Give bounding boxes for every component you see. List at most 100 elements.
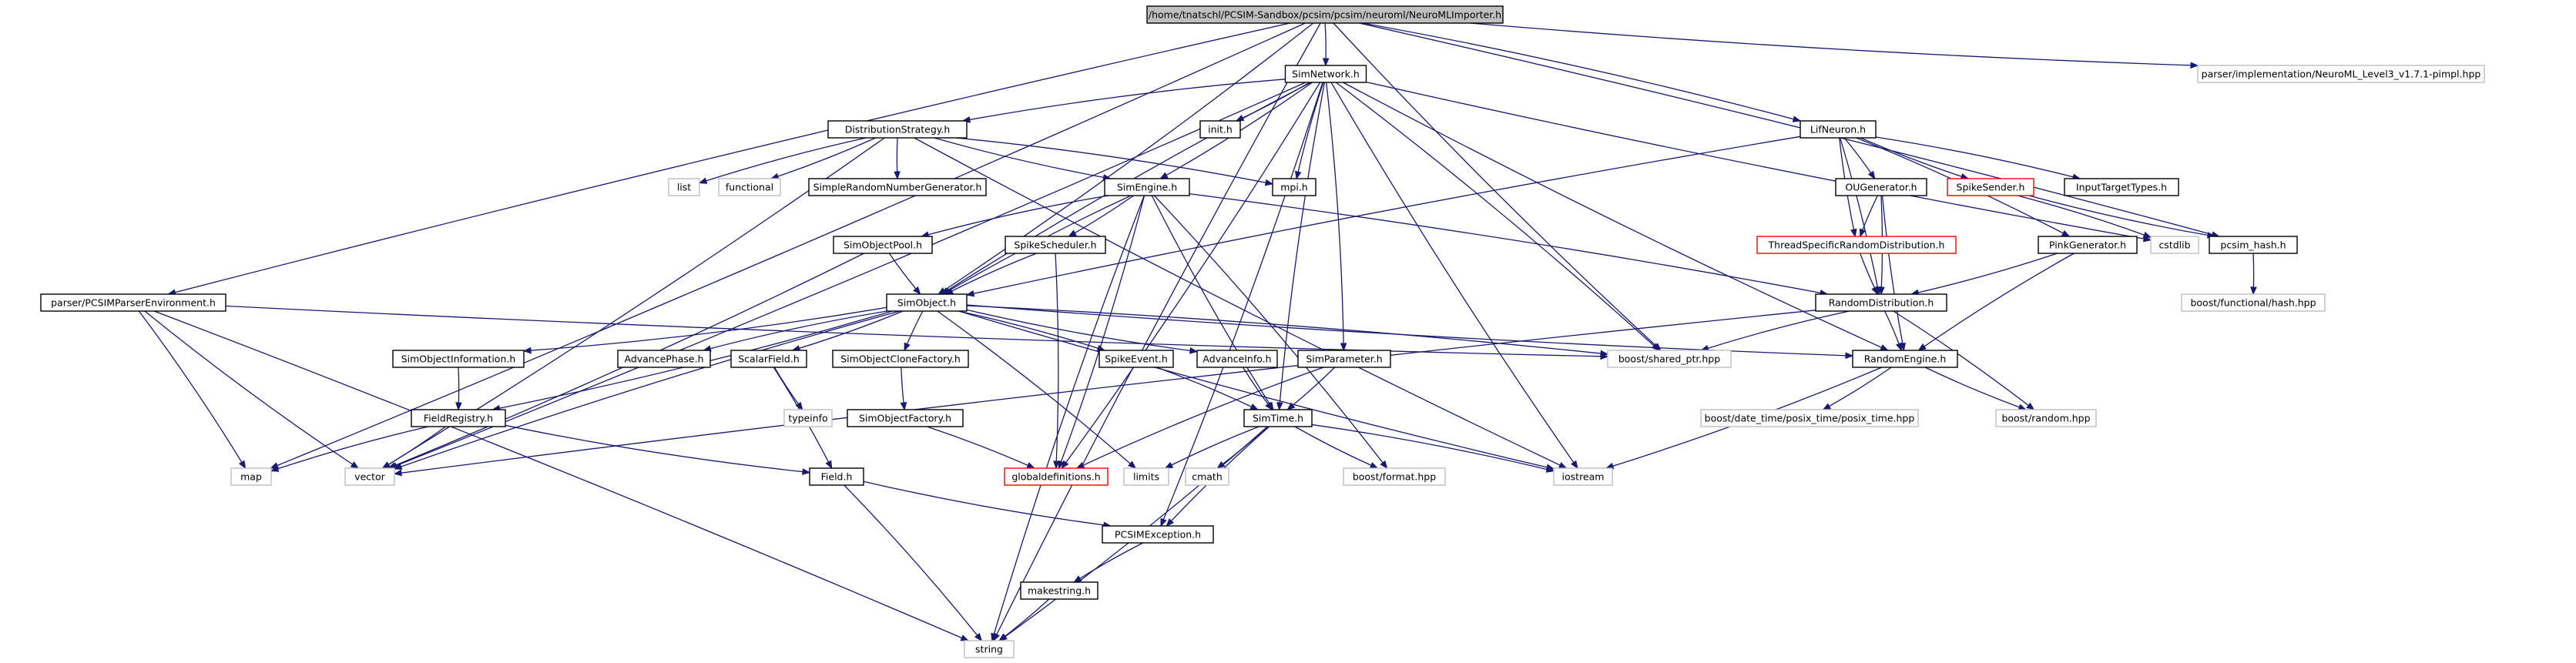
node-pcsimhash[interactable]: pcsim_hash.h <box>2209 236 2298 254</box>
arrowhead-icon <box>1128 460 1137 469</box>
node-parserenv[interactable]: parser/PCSIMParserEnvironment.h <box>40 293 226 312</box>
node-label: Field.h <box>821 471 853 483</box>
node-makestring[interactable]: makestring.h <box>1020 581 1098 600</box>
arrowhead-icon <box>1651 343 1660 351</box>
node-spikeevent[interactable]: SpikeEvent.h <box>1098 350 1174 368</box>
edge-ougenerator-to-threadspecific <box>1859 195 1878 238</box>
node-label: SpikeSender.h <box>1957 182 2025 193</box>
node-diststrategy[interactable]: DistributionStrategy.h <box>827 120 968 139</box>
node-box <box>2038 236 2138 254</box>
arrowhead-icon <box>350 461 360 469</box>
edge-diststrategy-to-iostream <box>914 137 1568 469</box>
node-ougenerator[interactable]: OUGenerator.h <box>1835 178 1927 196</box>
node-map: map <box>230 467 272 486</box>
edge-simnetwork-to-simparameter <box>1326 82 1347 352</box>
node-label: SimObject.h <box>897 297 956 309</box>
edge-line <box>382 426 446 469</box>
node-label: SimObjectFactory.h <box>859 413 951 424</box>
edge-line <box>1326 82 1344 351</box>
node-box <box>1104 178 1190 196</box>
arrowhead-icon <box>904 342 911 352</box>
arrowhead-icon <box>802 468 811 475</box>
edge-line <box>138 310 247 469</box>
node-simengine[interactable]: SimEngine.h <box>1104 178 1190 196</box>
edge-line <box>888 253 921 295</box>
arrowhead-icon <box>998 633 1008 641</box>
arrowhead-icon <box>900 402 907 411</box>
node-randomengine[interactable]: RandomEngine.h <box>1852 350 1958 368</box>
node-posixtime: boost/date_time/posix_time/posix_time.hp… <box>1700 409 1919 427</box>
edge-line <box>1294 426 1378 469</box>
node-simnetwork[interactable]: SimNetwork.h <box>1284 65 1367 83</box>
edge-line <box>1860 137 1969 179</box>
node-spikesender[interactable]: SpikeSender.h <box>1947 178 2034 196</box>
edge-line <box>1055 253 1059 469</box>
node-root[interactable]: /home/tnatschl/PCSIM-Sandbox/pcsim/pcsim… <box>1146 5 1504 24</box>
node-simplerng[interactable]: SimpleRandomNumberGenerator.h <box>808 178 987 196</box>
edge-spikescheduler-to-globaldefs <box>1053 253 1060 470</box>
node-simtime[interactable]: SimTime.h <box>1243 409 1313 427</box>
node-advanceinfo[interactable]: AdvanceInfo.h <box>1196 350 1278 368</box>
edge-ougenerator-to-randomengine <box>1881 195 1906 352</box>
arrowhead-icon <box>1600 350 1609 357</box>
arrowhead-icon <box>381 461 391 469</box>
arrowhead-icon <box>1166 518 1175 527</box>
node-iostream: iostream <box>1553 467 1613 486</box>
node-mpih[interactable]: mpi.h <box>1272 178 1317 196</box>
node-box <box>847 409 964 427</box>
node-label: DistributionStrategy.h <box>845 124 951 136</box>
node-box <box>617 350 711 368</box>
edge-randomengine-to-posixtime <box>1822 367 1892 410</box>
node-spikescheduler[interactable]: SpikeScheduler.h <box>1005 236 1106 254</box>
edge-pinkgenerator-to-randomengine <box>1917 253 2075 351</box>
node-box <box>809 467 864 486</box>
node-simobjectpool[interactable]: SimObjectPool.h <box>833 236 933 254</box>
node-threadspecific[interactable]: ThreadSpecificRandomDistribution.h <box>1756 236 1957 254</box>
node-randomdist[interactable]: RandomDistribution.h <box>1815 293 1947 312</box>
edge-lifneuron-to-spikesender <box>1860 137 1970 180</box>
node-simobjclonefactory[interactable]: SimObjectCloneFactory.h <box>832 350 969 368</box>
node-label: SimEngine.h <box>1117 182 1177 193</box>
arrowhead-icon <box>238 460 247 470</box>
edge-fieldregistry-to-vector <box>381 426 446 469</box>
edge-line <box>523 306 887 352</box>
edge-spikeevent-to-simtime <box>1156 367 1259 410</box>
edge-line <box>1311 424 1555 472</box>
node-box <box>230 467 272 486</box>
arrowhead-icon <box>1160 517 1167 527</box>
edge-pcsimexception-to-makestring <box>1073 542 1144 583</box>
node-fieldregistry[interactable]: FieldRegistry.h <box>411 409 506 427</box>
edge-simobject-to-limits <box>937 310 1137 469</box>
node-label: globaldefinitions.h <box>1011 471 1100 483</box>
edge-line <box>1151 195 1274 410</box>
edge-line <box>1156 367 1258 410</box>
node-inputtargettypes[interactable]: InputTargetTypes.h <box>2064 178 2179 196</box>
edge-root-to-neuroml_impl <box>1470 22 2199 69</box>
node-simparameter[interactable]: SimParameter.h <box>1297 350 1391 368</box>
node-label: mpi.h <box>1280 182 1307 193</box>
node-label: parser/implementation/NeuroML_Level3_v1.… <box>2202 69 2481 80</box>
node-scalarfield[interactable]: ScalarField.h <box>730 350 807 368</box>
node-label: makestring.h <box>1028 585 1091 597</box>
node-field[interactable]: Field.h <box>809 467 864 486</box>
edge-lifneuron-to-simobject <box>965 136 1801 297</box>
arrowhead-icon <box>1189 347 1199 354</box>
node-pcsimexception[interactable]: PCSIMException.h <box>1102 525 1214 544</box>
node-pinkgenerator[interactable]: PinkGenerator.h <box>2038 236 2138 254</box>
node-box <box>1700 409 1919 427</box>
edge-simobject-to-simobjinfo <box>522 306 887 354</box>
node-label: boost/functional/hash.hpp <box>2190 297 2316 309</box>
arrowhead-icon <box>393 469 402 477</box>
edge-lifneuron-to-randomdist <box>1840 137 1881 296</box>
edge-line <box>1893 310 2034 410</box>
node-globaldefs[interactable]: globaldefinitions.h <box>1004 467 1109 486</box>
node-simobjfactory[interactable]: SimObjectFactory.h <box>847 409 964 427</box>
edge-line <box>934 137 1111 179</box>
node-inith[interactable]: init.h <box>1199 120 1241 139</box>
node-simobject[interactable]: SimObject.h <box>886 293 968 312</box>
node-advancephase[interactable]: AdvancePhase.h <box>617 350 711 368</box>
node-lifneuron[interactable]: LifNeuron.h <box>1800 120 1877 139</box>
node-label: ThreadSpecificRandomDistribution.h <box>1768 239 1945 251</box>
node-simobjinfo[interactable]: SimObjectInformation.h <box>392 350 525 368</box>
arrowhead-icon <box>1026 462 1035 469</box>
